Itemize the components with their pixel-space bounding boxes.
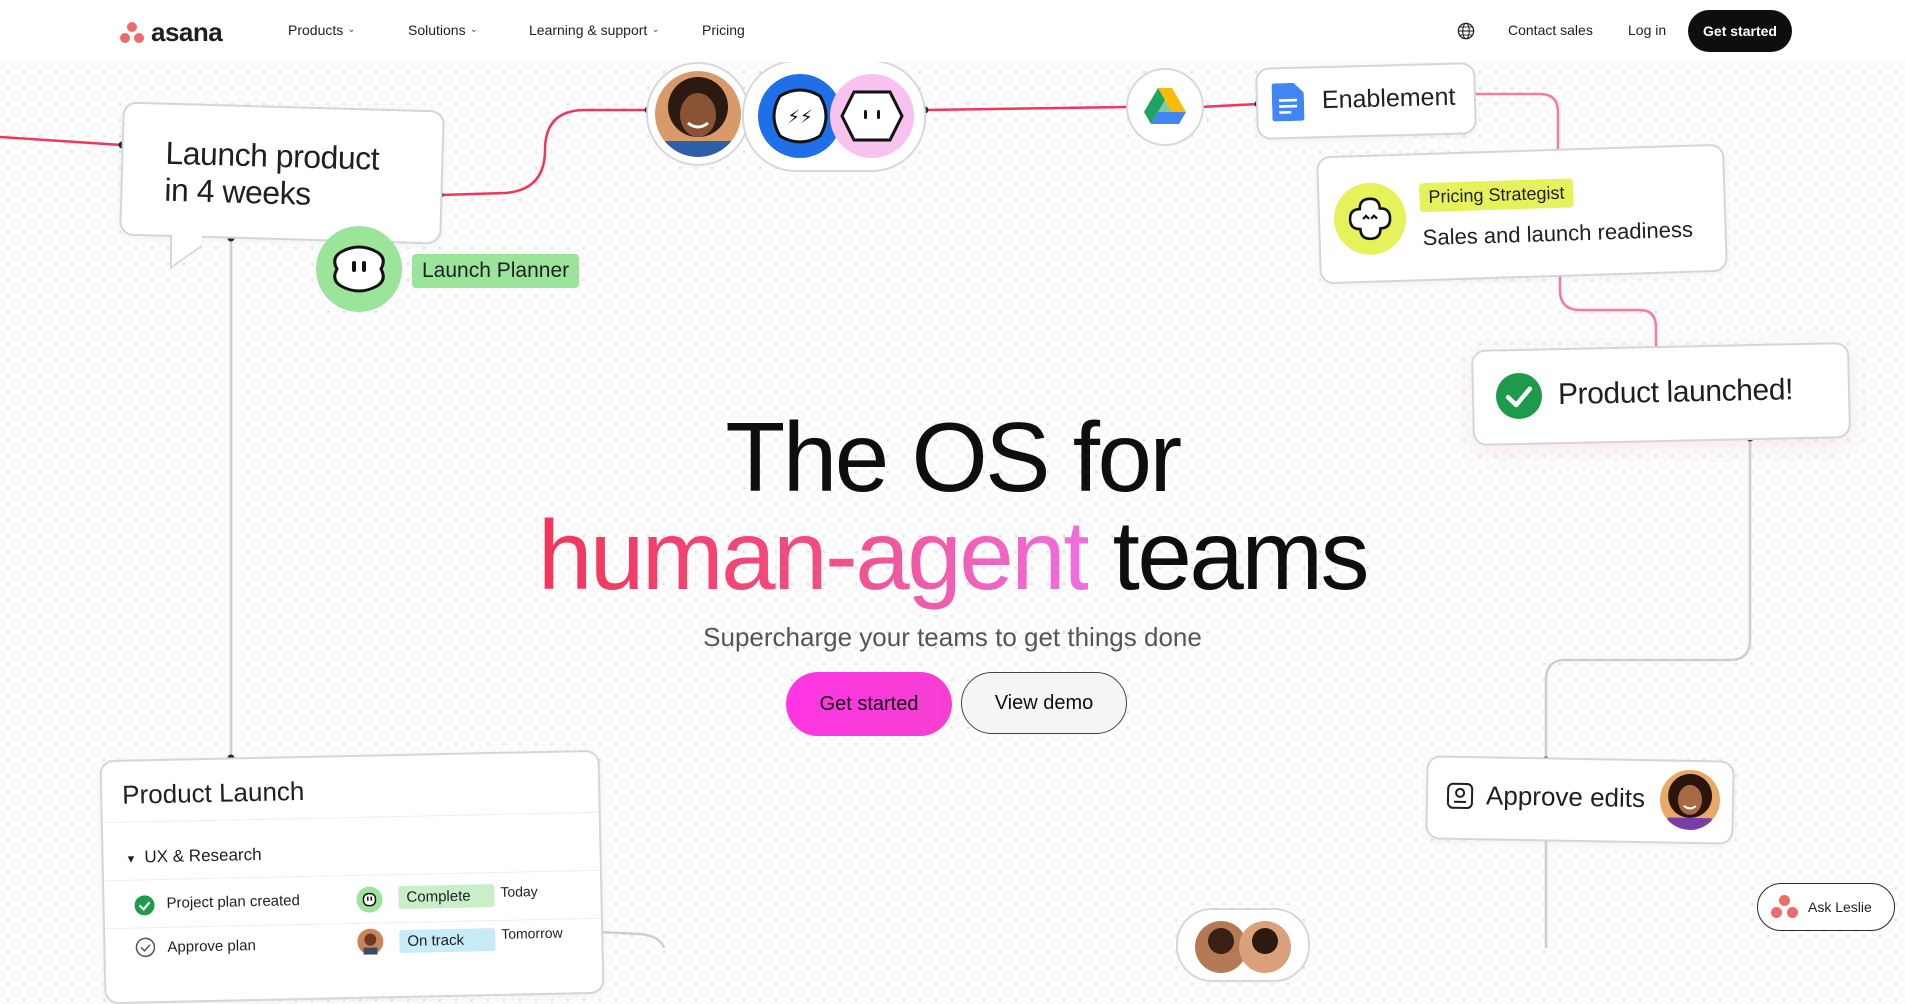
enablement-card: Enablement bbox=[1255, 62, 1477, 140]
approver-avatar bbox=[1659, 769, 1720, 830]
task-complete-icon[interactable] bbox=[134, 895, 154, 915]
pricing-strategist-tag: Pricing Strategist bbox=[1419, 178, 1574, 212]
contact-sales-link[interactable]: Contact sales bbox=[1508, 22, 1593, 38]
due-date: Today bbox=[500, 883, 538, 900]
nav-pricing[interactable]: Pricing bbox=[702, 22, 745, 38]
pricing-description: Sales and launch readiness bbox=[1422, 217, 1693, 251]
status-badge: Complete bbox=[398, 884, 494, 909]
chevron-down-icon: ⌄ bbox=[651, 24, 659, 35]
launch-planner-agent-icon bbox=[316, 226, 402, 312]
hero-title-line1: The OS for bbox=[0, 402, 1905, 512]
team-avatars bbox=[1176, 908, 1310, 982]
hero-get-started-button[interactable]: Get started bbox=[786, 672, 952, 736]
section-header[interactable]: ▼ UX & Research bbox=[125, 845, 261, 868]
status-badge: On track bbox=[399, 928, 495, 953]
goal-bubble: Launch product in 4 weeks bbox=[119, 102, 445, 245]
task-name[interactable]: Approve plan bbox=[167, 937, 256, 956]
nav-get-started-button[interactable]: Get started bbox=[1688, 10, 1792, 52]
pricing-strategist-card: Pricing Strategist Sales and launch read… bbox=[1316, 144, 1728, 285]
view-demo-button[interactable]: View demo bbox=[961, 672, 1127, 734]
project-title: Product Launch bbox=[122, 776, 305, 811]
agent-pair-avatars: ⚡⚡ bbox=[742, 60, 926, 172]
globe-icon[interactable] bbox=[1457, 22, 1475, 40]
nav-learning-label: Learning & support bbox=[529, 22, 647, 38]
nav-products[interactable]: Products ⌄ bbox=[288, 22, 356, 38]
brand-name: asana bbox=[151, 17, 222, 48]
assignee-avatar bbox=[357, 928, 384, 955]
user-avatar bbox=[646, 62, 750, 166]
divider bbox=[104, 870, 600, 881]
task-incomplete-icon[interactable] bbox=[135, 937, 155, 957]
nav-learning-support[interactable]: Learning & support ⌄ bbox=[529, 22, 660, 38]
nav-products-label: Products bbox=[288, 22, 343, 38]
chevron-down-icon: ⌄ bbox=[470, 24, 478, 35]
hero-title-line2: human-agent teams bbox=[0, 500, 1905, 610]
asana-logo[interactable]: asana bbox=[119, 17, 222, 48]
chevron-down-icon: ⌄ bbox=[347, 24, 355, 35]
due-date: Tomorrow bbox=[501, 925, 563, 942]
login-link[interactable]: Log in bbox=[1628, 22, 1666, 38]
pricing-agent-icon bbox=[1333, 182, 1407, 256]
google-drive-icon bbox=[1126, 68, 1204, 146]
hero-accent-text: human-agent bbox=[538, 500, 1088, 610]
hero-title-rest: teams bbox=[1088, 500, 1367, 610]
section-label: UX & Research bbox=[144, 845, 262, 866]
enablement-label: Enablement bbox=[1322, 83, 1456, 115]
nav-pricing-label: Pricing bbox=[702, 22, 745, 38]
ask-leslie-button[interactable]: Ask Leslie bbox=[1757, 883, 1895, 931]
contact-sales-label: Contact sales bbox=[1508, 22, 1593, 38]
divider bbox=[103, 812, 599, 823]
svg-text:⚡⚡: ⚡⚡ bbox=[787, 107, 812, 128]
goal-text: Launch product in 4 weeks bbox=[164, 135, 406, 216]
google-docs-icon bbox=[1272, 83, 1305, 122]
agent-assignee-icon bbox=[356, 886, 383, 913]
login-label: Log in bbox=[1628, 22, 1666, 38]
asana-logo-icon bbox=[1770, 894, 1798, 920]
top-nav: asana Products ⌄ Solutions ⌄ Learning & su… bbox=[0, 0, 1905, 62]
task-name[interactable]: Project plan created bbox=[166, 892, 300, 912]
caret-down-icon: ▼ bbox=[125, 854, 136, 866]
approve-edits-card: Approve edits bbox=[1425, 755, 1734, 844]
nav-solutions-label: Solutions bbox=[408, 22, 466, 38]
approval-icon bbox=[1446, 782, 1474, 810]
nav-solutions[interactable]: Solutions ⌄ bbox=[408, 22, 478, 38]
asana-logo-icon bbox=[119, 21, 145, 45]
project-card: Product Launch ▼ UX & Research Project pl… bbox=[99, 750, 604, 1004]
launch-planner-tag: Launch Planner bbox=[412, 254, 579, 288]
hero-subtitle: Supercharge your teams to get things don… bbox=[0, 622, 1905, 653]
ask-leslie-label: Ask Leslie bbox=[1808, 899, 1872, 915]
approve-edits-label: Approve edits bbox=[1486, 780, 1646, 814]
